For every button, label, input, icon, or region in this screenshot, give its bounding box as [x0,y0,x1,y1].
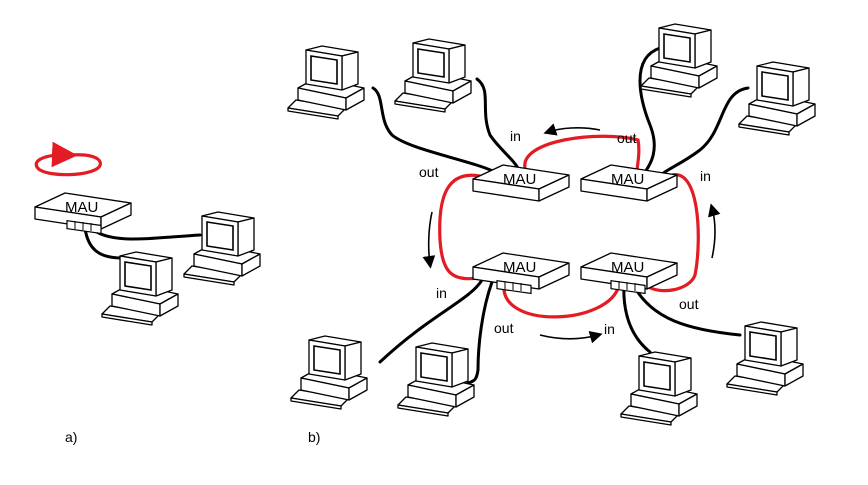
cable [89,226,202,241]
mau-label: MAU [611,171,644,188]
computer [290,335,368,410]
mau-label: MAU [503,171,536,188]
cable [464,280,494,387]
mau-label: MAU [65,199,98,216]
panel-a: MAU a) [34,141,261,445]
arrow-down-icon [422,211,436,269]
computer [183,211,261,286]
computer [640,23,718,98]
cable [658,86,750,178]
computer [397,342,475,417]
computer [620,351,698,426]
computer [394,38,472,113]
cable [83,226,124,260]
ring-direction-icon [34,141,102,177]
label-in: in [604,321,615,337]
panel-b: MAU MAU MAU MAU in out out in in out in … [287,23,816,445]
cable [622,280,652,354]
label-out: out [419,164,439,180]
mau-top-left: MAU [472,164,570,202]
computer [101,251,179,326]
cable [371,86,497,174]
label-out: out [617,130,637,146]
cable [630,280,742,337]
label-out: out [679,296,699,312]
mau-top-right: MAU [580,164,678,202]
cable [378,278,484,364]
cable [475,77,522,174]
mau-label: MAU [611,259,644,276]
ring-segment [643,173,700,293]
arrow-left-icon [543,123,601,136]
label-in: in [700,168,711,184]
computer [738,61,816,136]
label-out: out [494,320,514,336]
ring-segment [438,173,490,281]
mau-bottom-right: MAU [580,252,678,295]
label-in: in [510,128,521,144]
mau-label: MAU [503,259,536,276]
ring-segment [502,283,621,319]
computer [287,45,365,120]
mau-a: MAU [34,192,132,235]
panel-b-label: b) [308,429,320,445]
computer [726,321,804,396]
arrow-right-icon [539,330,603,344]
panel-a-label: a) [65,429,77,445]
ring-segment [523,134,641,172]
label-in: in [436,285,447,301]
mau-bottom-left: MAU [472,252,570,295]
arrow-up-icon [708,203,721,259]
cable [638,46,662,174]
